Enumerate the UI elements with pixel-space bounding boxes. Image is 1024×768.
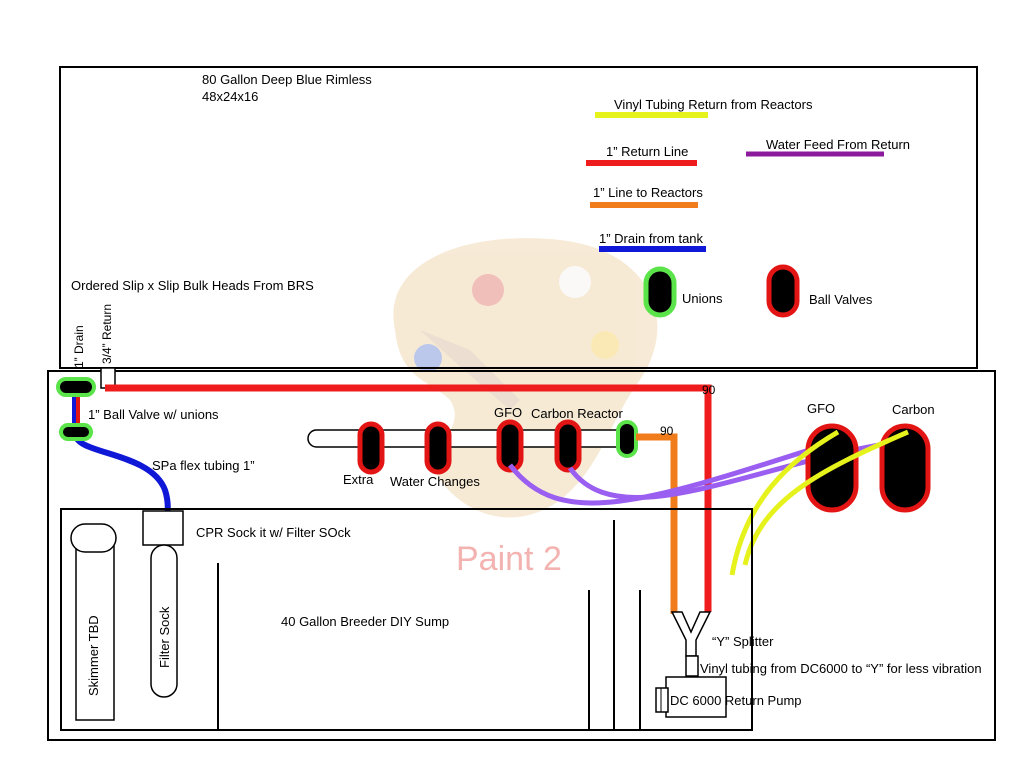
return-pump (665, 676, 727, 718)
water-changes-label: Water Changes (390, 474, 480, 489)
tank-outline (59, 66, 978, 369)
gfo-vinyl-return (729, 429, 840, 576)
valve-water-changes (424, 421, 452, 475)
watermark-text: Paint 2 (456, 540, 562, 578)
stand-outline (47, 370, 996, 741)
gfo-feed-tube (508, 437, 841, 506)
reactor-feed-line (636, 433, 678, 614)
return-pump-label: DC 6000 Return Pump (670, 693, 802, 708)
sump-label: 40 Gallon Breeder DIY Sump (281, 614, 449, 629)
carbon-reactor-label: Carbon (892, 402, 935, 417)
legend-ball-valves-label: Ball Valves (809, 292, 873, 307)
gfo-reactor-label: GFO (807, 401, 835, 416)
y-splitter (670, 611, 712, 657)
ball-valve-icon (766, 264, 800, 318)
union-icon (643, 266, 677, 318)
return-pump-intake (655, 687, 669, 713)
elbow-90-top-label: 90 (702, 383, 716, 397)
sump-outline (60, 508, 753, 731)
return-bulkhead-label: 3/4” Return (100, 304, 114, 364)
filter-sock-holder (142, 510, 184, 546)
bulkheads-note: Ordered Slip x Slip Bulk Heads From BRS (71, 278, 314, 293)
filter-sock-label: Filter Sock (157, 606, 172, 668)
drain-union-top (56, 377, 96, 397)
return-line (105, 384, 712, 612)
extra-label: Extra (343, 472, 374, 487)
legend-reactor-label: 1” Line to Reactors (593, 185, 703, 200)
gfo-valve-label: GFO (494, 405, 522, 420)
legend-return-label: 1” Return Line (606, 144, 688, 159)
drain-bulkhead-label: 1” Drain (72, 325, 86, 368)
drain-union-bottom (59, 423, 93, 441)
legend-drain-label: 1” Drain from tank (599, 231, 704, 246)
legend-vinyl-label: Vinyl Tubing Return from Reactors (614, 97, 813, 112)
elbow-90-orange-label: 90 (660, 424, 674, 438)
carbon-reactor-valve-label: Carbon Reactor (531, 406, 623, 421)
ball-valve-unions-label: 1” Ball Valve w/ unions (88, 407, 219, 422)
spa-flex-label: SPa flex tubing 1” (152, 458, 255, 473)
manifold-union (616, 420, 638, 458)
carbon-reactor (879, 423, 931, 513)
vinyl-dc6000-label: Vinyl tubing from DC6000 to “Y” for less… (700, 661, 982, 676)
legend-feed-label: Water Feed From Return (766, 137, 910, 152)
skimmer-cup (70, 523, 117, 553)
skimmer-label: Skimmer TBD (86, 615, 101, 696)
skimmer-body (75, 539, 115, 721)
valve-carbon-reactor (554, 419, 582, 473)
valve-extra (357, 421, 385, 475)
tank-title: 80 Gallon Deep Blue Rimless (202, 72, 372, 87)
tank-dimensions: 48x24x16 (202, 89, 258, 104)
legend-unions-label: Unions (682, 291, 723, 306)
filter-sock (150, 544, 178, 698)
valve-gfo (496, 419, 524, 473)
cpr-sock-label: CPR Sock it w/ Filter SOck (196, 525, 351, 540)
vinyl-coupler (685, 655, 699, 677)
y-splitter-label: “Y” Splitter (712, 634, 774, 649)
